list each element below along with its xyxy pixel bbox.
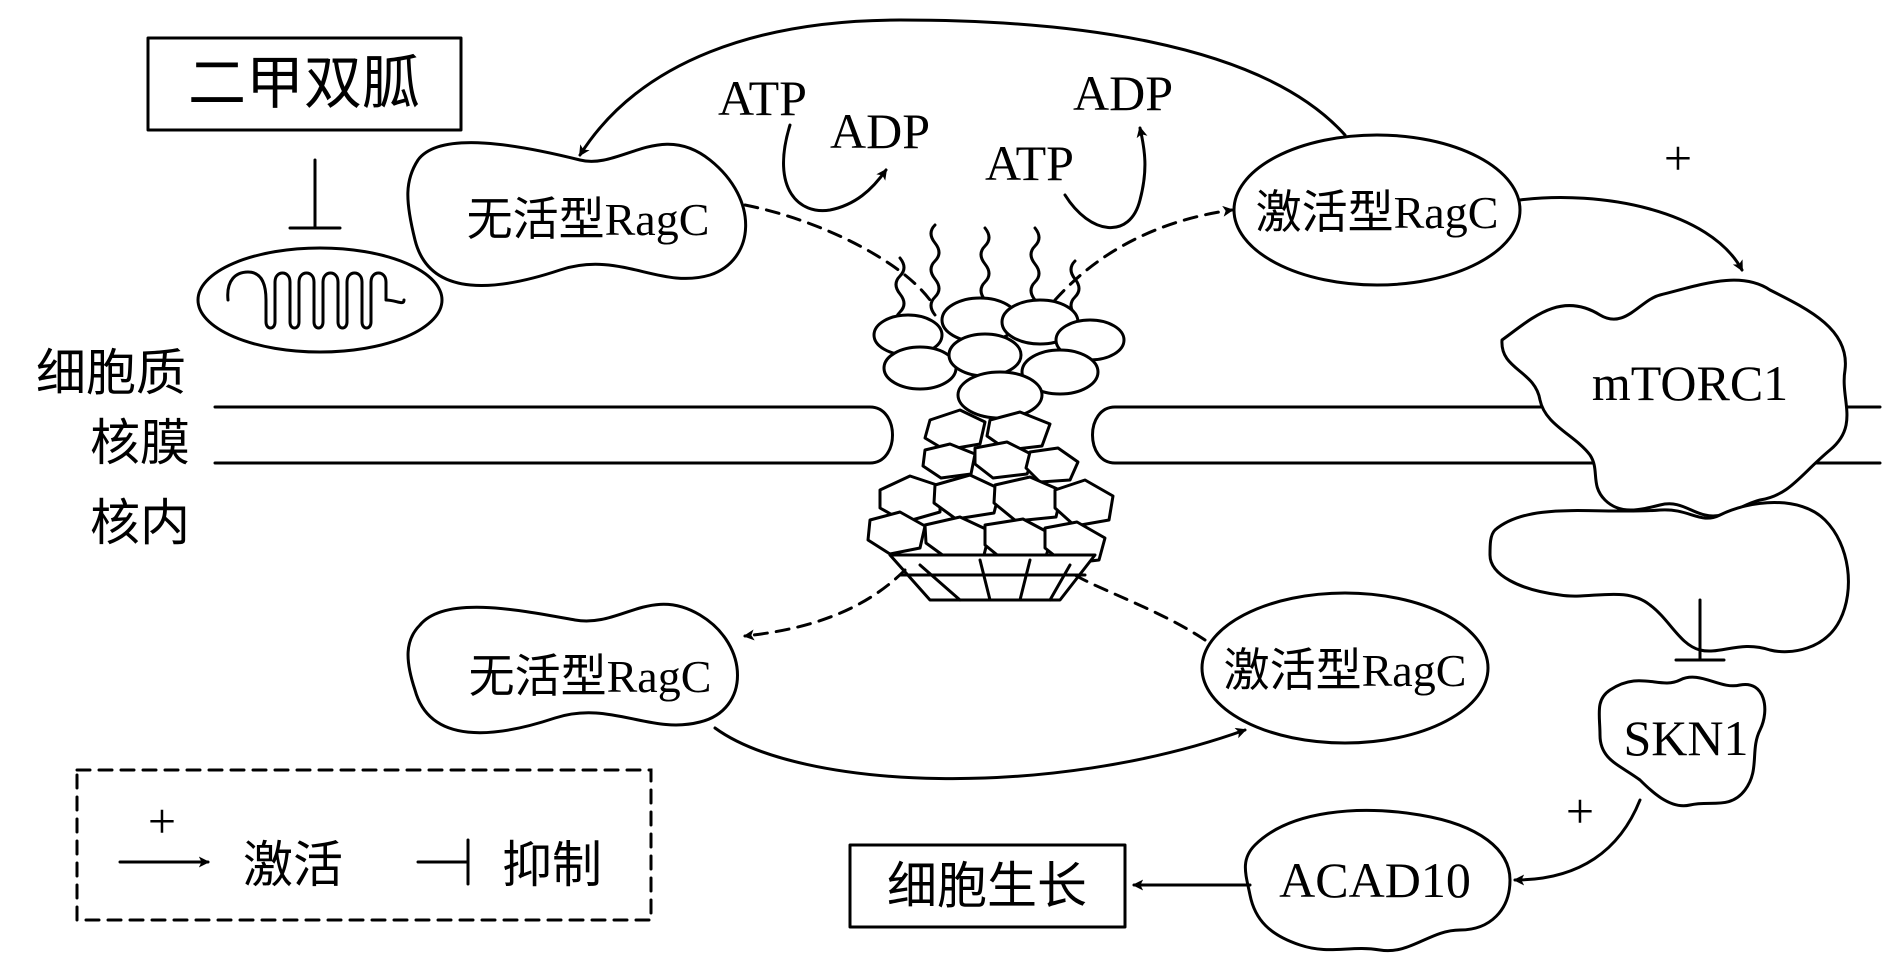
ragc-inactive-bottom-shape bbox=[406, 602, 739, 735]
arrow-inactive-to-active-bottom bbox=[713, 726, 1247, 781]
adp-left: ADP bbox=[830, 103, 930, 159]
atp-left: ATP bbox=[718, 70, 807, 126]
dashed-active-bottom-to-pore bbox=[1073, 573, 1207, 642]
arrow-skn1-to-acad10 bbox=[1513, 798, 1642, 886]
ragc-inactive-bottom-label: 无活型RagC bbox=[469, 651, 712, 702]
dashed-inactive-top-to-pore bbox=[743, 203, 932, 302]
dashed-pore-to-inactive-bottom bbox=[743, 568, 907, 641]
ragc-inactive-top-shape bbox=[406, 141, 748, 287]
ragc-active-top-shape bbox=[1232, 133, 1522, 287]
inhibit-symbol-metformin bbox=[288, 158, 342, 230]
plus-to-acad10: + bbox=[1566, 783, 1594, 839]
mtorc1-label: mTORC1 bbox=[1592, 355, 1788, 411]
legend-plus: + bbox=[148, 793, 176, 849]
acad10-label: ACAD10 bbox=[1279, 852, 1471, 908]
inhibit-symbol-mtorc1-skn1 bbox=[1674, 598, 1726, 662]
metformin-label: 二甲双胍 bbox=[188, 51, 420, 116]
cytoplasm-label: 细胞质 bbox=[36, 345, 186, 401]
ragc-active-top-label: 激活型RagC bbox=[1256, 187, 1499, 238]
arrow-active-to-mtorc1 bbox=[1518, 196, 1744, 272]
atp-adp-arrow-right bbox=[1063, 126, 1148, 229]
nuclear-membrane-label: 核膜 bbox=[90, 415, 190, 471]
cell-growth-label: 细胞生长 bbox=[887, 858, 1087, 914]
acad10-shape bbox=[1243, 808, 1512, 953]
nuclear-pore-complex bbox=[866, 223, 1126, 602]
adp-right: ADP bbox=[1073, 65, 1173, 121]
metformin-box bbox=[146, 36, 463, 132]
nuclear-membrane-left bbox=[213, 405, 894, 465]
plus-to-mtorc1: + bbox=[1664, 130, 1692, 186]
skn1-shape bbox=[1597, 675, 1767, 808]
legend-inhibit-symbol bbox=[416, 838, 470, 886]
atp-adp-arrow-left bbox=[782, 123, 888, 213]
ragc-active-bottom-label: 激活型RagC bbox=[1224, 645, 1467, 696]
mtorc1-shape bbox=[1500, 278, 1849, 518]
skn1-label: SKN1 bbox=[1623, 710, 1748, 766]
arrow-active-to-inactive-top bbox=[578, 18, 1347, 157]
legend-activate-label: 激活 bbox=[243, 837, 343, 893]
nucleus-label: 核内 bbox=[90, 495, 190, 551]
ragc-active-bottom-shape bbox=[1200, 591, 1490, 745]
ragc-inactive-top-label: 无活型RagC bbox=[467, 194, 710, 245]
mitochondrion-icon bbox=[196, 246, 444, 354]
cell-growth-box bbox=[848, 843, 1127, 929]
nuclear-membrane-right bbox=[1091, 405, 1882, 465]
mtorc1-lower-lobe bbox=[1488, 501, 1850, 654]
dashed-pore-to-active-top bbox=[1053, 205, 1234, 302]
legend-box bbox=[75, 768, 653, 922]
atp-right: ATP bbox=[985, 135, 1074, 191]
legend-inhibit-label: 抑制 bbox=[502, 837, 602, 893]
